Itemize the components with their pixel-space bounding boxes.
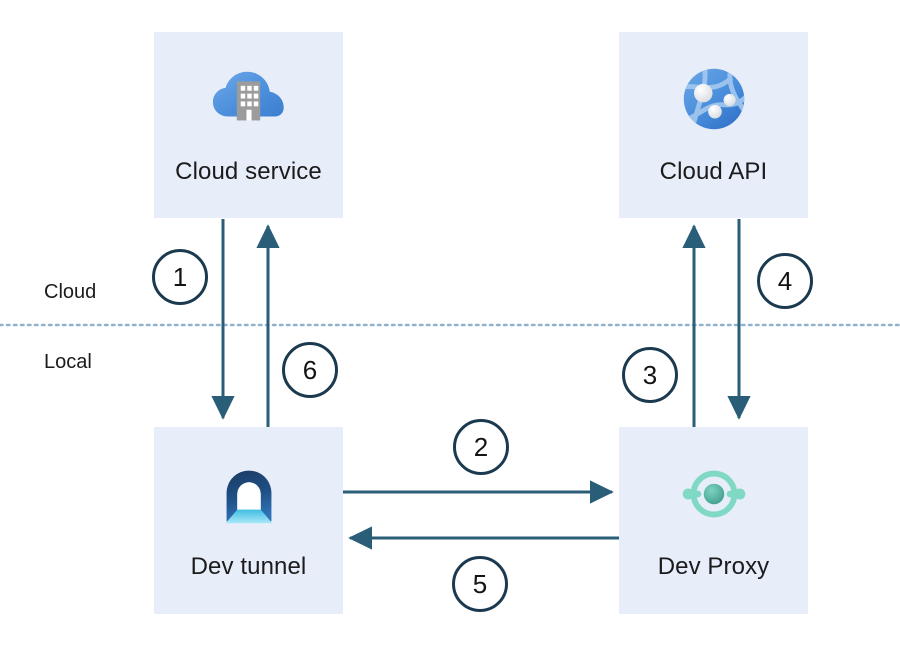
globe-network-icon [683, 68, 744, 130]
zone-label-local: Local [44, 351, 92, 373]
zone-label-cloud: Cloud [44, 281, 97, 303]
step-badge-5[interactable]: 5 [452, 556, 508, 612]
node-label-dev-tunnel: Dev tunnel [190, 553, 307, 580]
node-label-cloud-service: Cloud service [175, 158, 322, 185]
proxy-target-icon [682, 470, 745, 518]
node-dev-tunnel[interactable]: Dev tunnel [154, 427, 343, 614]
step-badge-4[interactable]: 4 [757, 253, 813, 309]
step-badge-3[interactable]: 3 [622, 347, 678, 403]
tunnel-icon [225, 470, 272, 524]
step-badge-6[interactable]: 6 [282, 342, 338, 398]
cloud-building-icon [212, 71, 284, 121]
node-dev-proxy[interactable]: Dev Proxy [619, 427, 808, 614]
step-badge-2[interactable]: 2 [453, 419, 509, 475]
node-label-dev-proxy: Dev Proxy [657, 553, 770, 580]
node-label-cloud-api: Cloud API [659, 158, 768, 185]
step-badge-1[interactable]: 1 [152, 249, 208, 305]
node-cloud-service[interactable]: Cloud service [154, 32, 343, 218]
node-cloud-api[interactable]: Cloud API [619, 32, 808, 218]
